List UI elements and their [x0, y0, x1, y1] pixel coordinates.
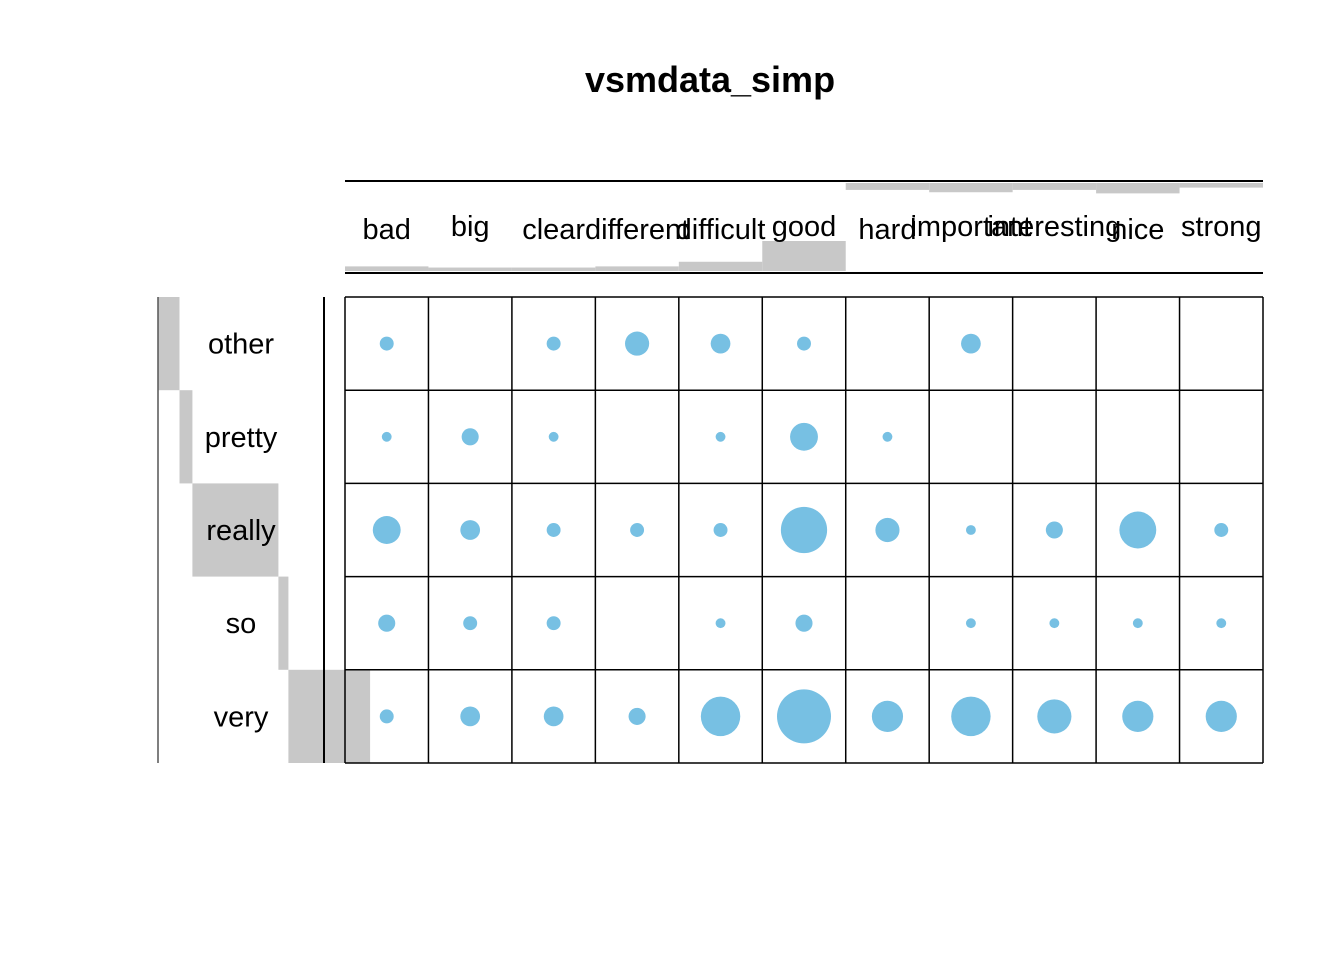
column-label-different: different: [585, 214, 689, 246]
row-label-pretty: pretty: [205, 422, 278, 454]
column-bar-important: [929, 183, 1013, 193]
column-bar-clear: [511, 267, 596, 271]
balloon-other-important: [961, 333, 981, 354]
column-marginal-bars: [345, 183, 1263, 271]
column-label-hard: hard: [858, 214, 916, 246]
balloon-really-interesting: [1045, 521, 1063, 539]
balloon-pretty-clear: [548, 431, 559, 442]
balloon-so-nice: [1132, 618, 1143, 629]
balloon-really-hard: [875, 517, 900, 543]
balloon-other-difficult: [710, 333, 731, 354]
balloon-so-difficult: [715, 618, 726, 629]
balloon-pretty-good: [790, 422, 818, 451]
chart-title: vsmdata_simp: [585, 59, 835, 100]
balloon-so-clear: [546, 616, 561, 631]
balloon-very-clear: [543, 706, 564, 727]
balloon-really-bad: [372, 516, 401, 544]
balloon-very-important: [951, 696, 991, 737]
column-label-big: big: [451, 211, 490, 243]
balloon-very-strong: [1205, 700, 1237, 732]
balloon-very-interesting: [1037, 699, 1072, 734]
row-bar-so: [278, 576, 289, 670]
balloon-so-bad: [378, 614, 396, 632]
balloon-really-different: [630, 523, 645, 537]
column-label-clear: clear: [522, 214, 585, 246]
balloon-pretty-bad: [381, 431, 392, 442]
row-labels: other pretty really so very: [205, 329, 278, 734]
balloon-so-important: [965, 618, 976, 629]
row-label-so: so: [226, 608, 257, 640]
column-bar-difficult: [678, 261, 763, 271]
balloon-so-interesting: [1049, 618, 1060, 629]
row-label-other: other: [208, 329, 274, 361]
balloon-other-clear: [546, 336, 561, 351]
balloon-really-difficult: [713, 523, 728, 537]
column-bar-hard: [845, 183, 930, 190]
column-label-strong: strong: [1181, 211, 1262, 243]
column-label-important: important: [910, 211, 1031, 243]
column-label-nice: nice: [1111, 214, 1164, 246]
balloon-so-big: [463, 616, 478, 631]
balloon-really-clear: [546, 523, 561, 537]
column-bar-interesting: [1012, 183, 1097, 190]
balloon-other-different: [625, 331, 650, 356]
balloon-so-good: [795, 614, 813, 632]
column-label-difficult: difficult: [676, 214, 766, 246]
balloon-really-nice: [1119, 511, 1157, 549]
column-bar-bad: [345, 266, 429, 271]
column-bar-good: [762, 241, 846, 271]
balloon-very-nice: [1122, 700, 1154, 732]
column-label-interesting: interesting: [987, 211, 1121, 243]
row-bar-really: [192, 483, 279, 577]
balloon-really-strong: [1214, 523, 1229, 537]
balloon-really-big: [460, 520, 481, 540]
balloon-very-different: [628, 707, 646, 725]
row-bar-other: [158, 297, 180, 391]
column-bar-different: [595, 266, 679, 271]
balloon-very-good: [777, 689, 831, 744]
row-label-really: really: [206, 515, 276, 547]
row-bar-pretty: [179, 390, 193, 484]
balloon-very-bad: [379, 709, 394, 724]
row-bar-very: [288, 669, 371, 763]
balloon-really-important: [965, 525, 976, 535]
balloon-very-hard: [871, 700, 904, 732]
column-bar-big: [428, 267, 512, 271]
column-bar-nice: [1096, 183, 1180, 194]
balloon-pretty-difficult: [715, 431, 726, 442]
balloon-other-bad: [379, 336, 394, 351]
balloon-very-big: [460, 706, 481, 727]
balloon-really-good: [780, 506, 828, 554]
balloon-so-strong: [1216, 618, 1227, 629]
row-label-very: very: [214, 701, 269, 733]
balloons: [372, 331, 1237, 744]
balloon-pretty-big: [461, 428, 479, 446]
balloon-pretty-hard: [882, 431, 893, 442]
column-bar-strong: [1179, 183, 1263, 188]
column-label-good: good: [772, 211, 837, 243]
row-marginal-bars: [158, 297, 371, 763]
balloon-very-difficult: [700, 696, 741, 737]
grid-lines: [157, 180, 1264, 764]
balloon-other-good: [797, 336, 811, 351]
column-label-bad: bad: [363, 214, 411, 246]
